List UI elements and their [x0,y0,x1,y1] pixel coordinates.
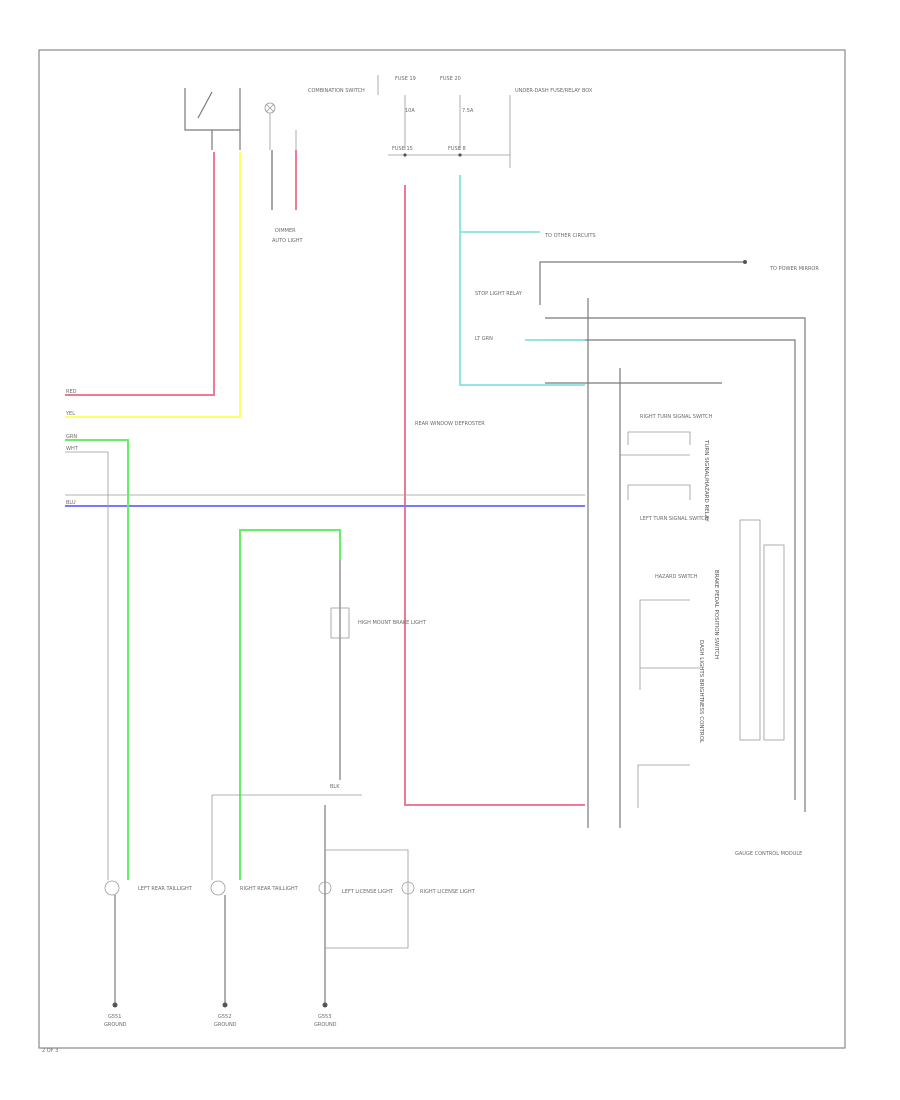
hazard-switch-block: HAZARD SWITCH BRAKE PEDAL POSITION SWITC… [637,570,719,808]
label-left-license: LEFT LICENSE LIGHT [342,889,394,895]
label-wire-grn: GRN [66,434,77,440]
label-to-mirror: TO POWER MIRROR [769,266,819,272]
bulb-left-license: LEFT LICENSE LIGHT [318,881,394,895]
label-wire-wht: WHT [66,446,79,452]
label-wire-red: RED [66,389,77,395]
label-fuse-a: FUSE 19 [395,76,416,82]
wire-red-main [404,185,585,806]
label-turn-hazard: TURN SIGNAL/HAZARD RELAY [703,439,709,522]
bulb-right-rear: RIGHT REAR TAILLIGHT [210,880,299,896]
ground-icon-2 [222,1002,228,1008]
label-fuse-d: FUSE 8 [448,146,466,152]
label-dash-lights: DASH LIGHTS BRIGHTNESS CONTROL [698,640,704,744]
turn-signal-switches: RIGHT TURN SIGNAL SWITCH LEFT TURN SIGNA… [620,414,713,522]
wire-red-left [65,152,215,396]
label-combo-switch: COMBINATION SWITCH [308,88,365,94]
label-right-turn-sw: RIGHT TURN SIGNAL SWITCH [640,414,713,420]
bulb-left-rear: LEFT REAR TAILLIGHT [104,880,193,896]
label-auto-light: AUTO LIGHT [272,238,304,244]
label-ground-text-1: GROUND [104,1022,127,1028]
label-fuse-f: 7.5A [462,108,474,114]
label-wire-blu: BLU [66,500,76,506]
label-ground-text-2: GROUND [214,1022,237,1028]
wire-cyan [459,175,585,386]
label-left-turn-sw: LEFT TURN SIGNAL SWITCH [640,516,709,522]
under-dash-fuse-box: FUSE 19 FUSE 20 10A 7.5A UNDER-DASH FUSE… [377,75,593,168]
ground-icon-1 [112,1002,118,1008]
label-wire-blk: BLK [330,784,340,790]
module-inner-box-a [739,519,761,741]
label-ground-3: G553 [318,1014,331,1020]
wire-green-mid [239,529,341,880]
label-ground-2: G552 [218,1014,231,1020]
label-stop-sw: BRAKE PEDAL POSITION SWITCH [713,570,719,659]
label-right-rear: RIGHT REAR TAILLIGHT [240,886,299,892]
bulb-right-license: RIGHT LICENSE LIGHT [401,881,476,895]
label-wire-yel: YEL [65,411,75,417]
label-right-license: RIGHT LICENSE LIGHT [420,889,476,895]
wire-yellow [65,152,241,418]
label-fuse-e: 10A [405,108,415,114]
label-under-dash-fuse: UNDER-DASH FUSE/RELAY BOX [515,88,593,94]
label-to-other: TO OTHER CIRCUITS [544,233,596,239]
wire-green-left [65,439,129,880]
label-fuse-c: FUSE 15 [392,146,413,152]
label-ground-text-3: GROUND [314,1022,337,1028]
module-inner-box-b [763,544,785,741]
label-high-mount: HIGH MOUNT BRAKE LIGHT [358,620,427,626]
label-gauge-control: GAUGE CONTROL MODULE [735,851,802,857]
label-wire-lt-grn: LT GRN [475,336,493,342]
label-hazard-sw: HAZARD SWITCH [655,574,698,580]
label-stop-relay: STOP LIGHT RELAY [475,291,523,297]
high-mount-light-icon [330,607,350,639]
diagram-frame [38,49,846,1049]
label-left-rear: LEFT REAR TAILLIGHT [138,886,193,892]
label-dimmer: DIMMER [275,228,296,234]
label-fuse-b: FUSE 20 [440,76,461,82]
combination-switch: COMBINATION SWITCH [184,88,365,131]
ground-icon-3 [322,1002,328,1008]
page-mark: 2 OF 3 [42,1048,58,1054]
label-rear-conn: REAR WINDOW DEFROSTER [415,421,485,427]
label-ground-1: G551 [108,1014,121,1020]
